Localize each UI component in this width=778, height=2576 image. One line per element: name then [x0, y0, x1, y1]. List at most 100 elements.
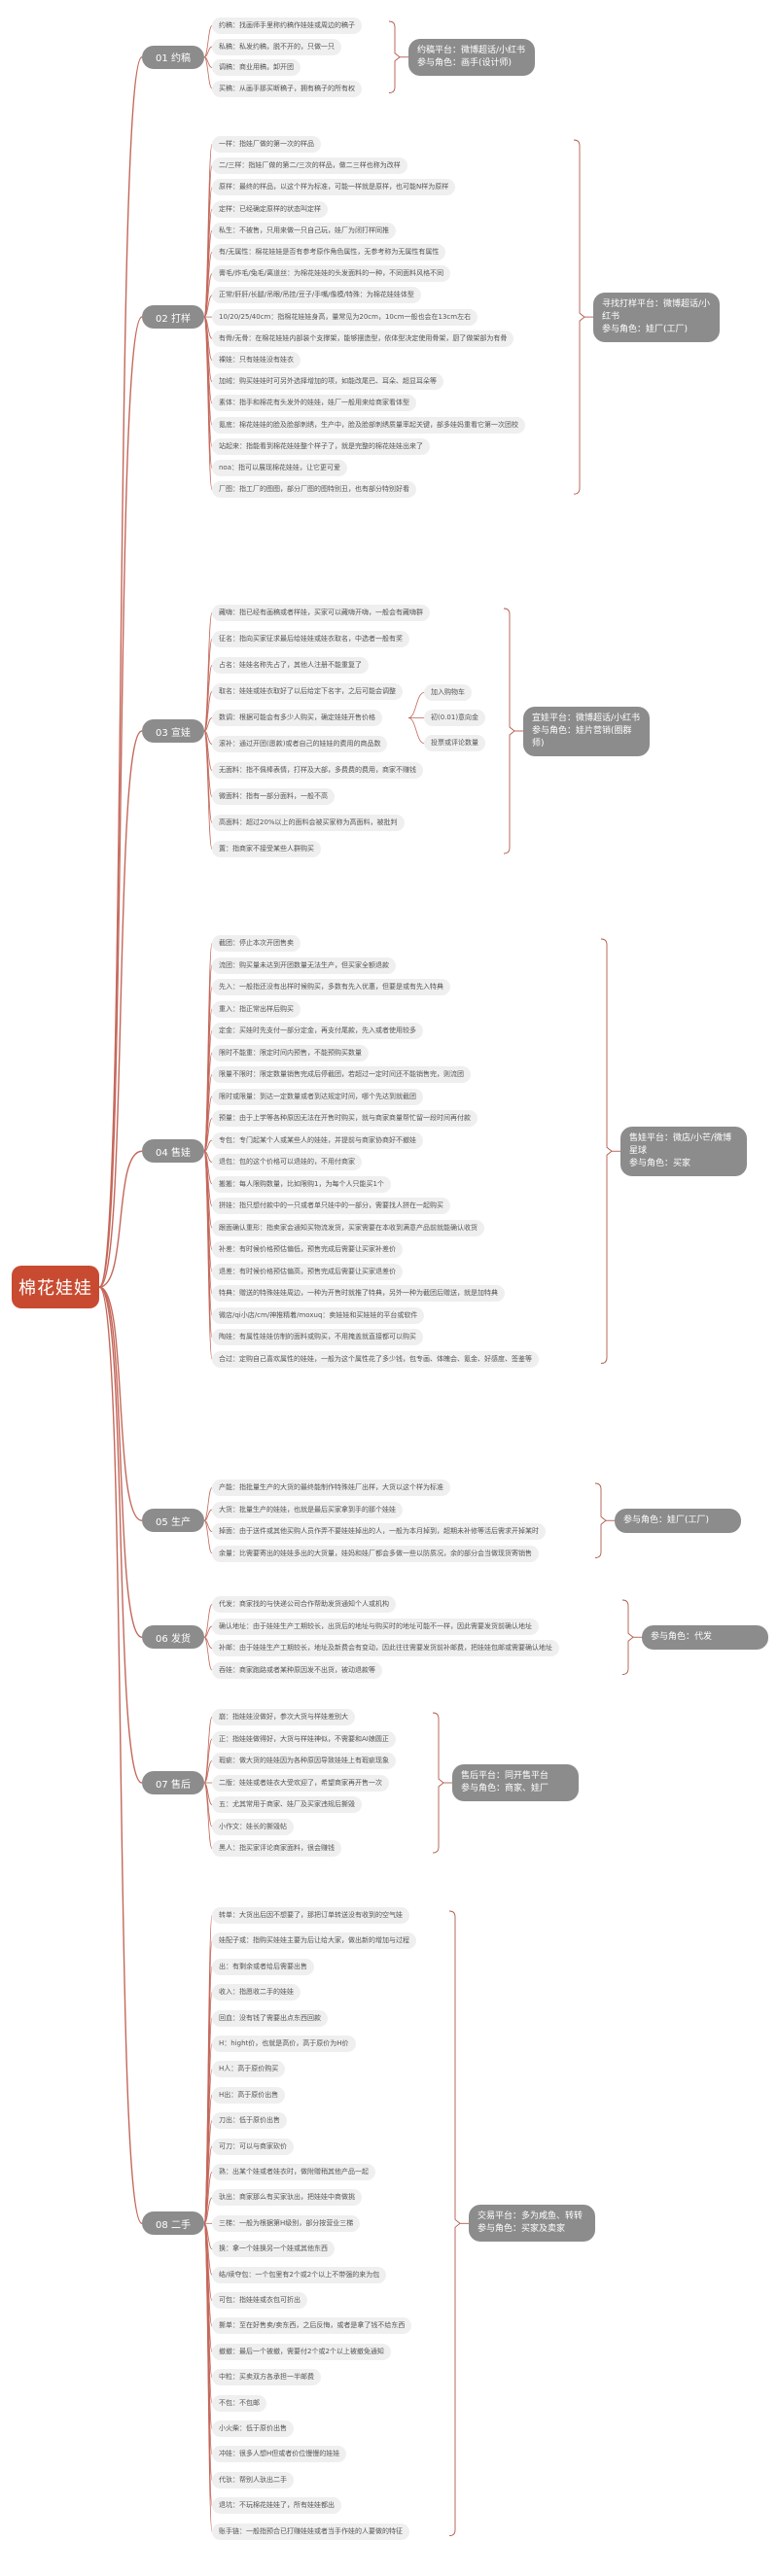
leaf-item: 余量：比需要寄出的娃娃多出的大货量，娃妈和娃厂都会多做一些以防质况，余的部分会当… [212, 1545, 539, 1562]
leaf-item: 特典：赠送的特殊娃娃周边，一种为开售时就推了特典，另外一种为截团后赠送，就是加特… [212, 1285, 505, 1302]
leaf-item: 出：有剩余或者给后需要出售 [212, 1958, 314, 1975]
connector [600, 938, 613, 1364]
leaf-item: 占名：娃娃名称先占了，其他人注册不能重复了 [212, 657, 369, 674]
leaf-item: 退坑：不玩棉花娃娃了，所有娃娃都出 [212, 2497, 341, 2515]
leaf-item: 站起来：指能看到棉花娃娃整个样子了，就是完整的棉花娃娃出来了 [212, 437, 430, 455]
sub-leaf-item: 投票或评论数量 [424, 735, 485, 751]
summary-line: 参与角色：娃片营销(圈群师) [532, 725, 632, 748]
leaf-item: 回血：没有钱了需要出点东西回款 [212, 2009, 328, 2027]
branch-node-4[interactable]: 04 售娃 [142, 1139, 204, 1164]
summary-line: 寻找打样平台：微博超话/小红书 [602, 298, 711, 322]
leaf-item: 转单：大货出后因不想要了，那把订单转送没有收到的空气娃 [212, 1907, 409, 1924]
summary-box[interactable]: 售后平台：同开售平台参与角色：商家、娃厂 [452, 1764, 579, 1801]
leaf-item: 三梯：一般为根据第H级别，部分按营业三梯 [212, 2214, 361, 2232]
leaf-item: 娃配子或：指购买娃娃主要为后让给大家，做出新的增加与过程 [212, 1932, 416, 1950]
leaf-item: 定金：买娃时先支付一部分定金，再支付尾款，先入或者使用较多 [212, 1023, 423, 1039]
leaf-item: 预量：由于上学等各种原因无法在开售时购买，就与商家商量帮忙留一段时间再付款 [212, 1110, 477, 1127]
leaf-item: 冲娃：很多人想H但或者价位慢慢的娃娃 [212, 2446, 347, 2463]
leaf-item: 微面料：指有一部分面料，一般不高 [212, 788, 335, 805]
leaf-item: 私生：不被售，只用来做一只自己玩，娃厂为闭打样同推 [212, 222, 396, 239]
branch-node-1[interactable]: 01 约稿 [142, 45, 204, 69]
connector [203, 1604, 213, 1638]
summary-box[interactable]: 宣娃平台：微博超话/小红书参与角色：娃片营销(圈群师) [523, 706, 650, 756]
connector [573, 139, 585, 495]
sub-leaf-item: 初(0.01)意向金 [424, 710, 486, 726]
summary-box[interactable]: 寻找打样平台：微博超话/小红书参与角色：娃厂(工厂) [593, 292, 720, 342]
summary-line: 售娃平台：微店/小芒/微博星球 [629, 1132, 732, 1156]
leaf-item: 崩：指娃娃没做好，参次大货与样娃差别大 [212, 1709, 355, 1725]
leaf-item: 加绒：购买娃娃时可另外选择增加的项，如能改尾巴、耳朵、超显耳朵等 [212, 373, 443, 391]
summary-box[interactable]: 交易平台：多为咸鱼、转转参与角色：买家及卖家 [469, 2205, 595, 2243]
leaf-item: 产能：指批量生产的大货的最终能制作特殊娃厂出样，大货以这个样为标准 [212, 1479, 450, 1496]
leaf-item: 取名：娃娃或娃衣取好了以后给定下名字，之后可能会调整 [212, 683, 403, 700]
connector [98, 730, 143, 1288]
leaf-item: 专包：专门起某个人或某些人的娃娃，并提前与商家协商好不撤娃 [212, 1131, 423, 1149]
leaf-item: 买稿：从画手那买断稿子，拥有稿子的所有权 [212, 80, 362, 97]
leaf-item: 刀出：低于原价出售 [212, 2112, 287, 2130]
connector [203, 1738, 213, 1784]
leaf-item: 退差：有时候价格预估偏高，预售完成后需要让买家退差价 [212, 1263, 403, 1280]
leaf-item: 代发：商家找的与快递公司合作帮助发货通知个人或机构 [212, 1596, 396, 1613]
leaf-item: H：hight价，也就是高价，高于原价为H价 [212, 2036, 356, 2052]
branch-node-6[interactable]: 06 发货 [142, 1625, 204, 1650]
leaf-item: 正常/肝肝/长腿/吊眼/吊挂/豆子/手嘴/像模/特殊：为棉花娃娃体型 [212, 287, 421, 304]
summary-line: 参与角色：娃厂(工厂) [602, 324, 689, 334]
leaf-item: 可包：指娃娃或衣包可折出 [212, 2292, 307, 2309]
leaf-item: 无面料：指不佩棒表情，打样及大部，多费费的费用，商家不赚钱 [212, 762, 423, 779]
leaf-item: 先入：一般指还没有出样时候购买，多数有先入优惠，但要是或有先入特典 [212, 979, 450, 995]
leaf-item: 微店/qi小店/cm/神推精着/moxuq：卖娃娃和买娃娃的平台或软件 [212, 1306, 425, 1324]
connector [203, 316, 213, 404]
connector [203, 1625, 213, 1638]
leaf-item: 掉面：由于送件或其他买购人员作弄不要娃娃掉出的人，一般为本月掉到，超期未补修等活… [212, 1523, 546, 1540]
connector [203, 1509, 213, 1521]
branch-node-3[interactable]: 03 宣娃 [142, 719, 204, 743]
leaf-item: 流团：购买量未达到开团数量无法生产，但买家全额退款 [212, 957, 396, 974]
leaf-item: 原样：最终的样品，以这个样为标准，可能一样就是原样，也可能N样为原样 [212, 179, 456, 196]
leaf-item: 私稿：私发约稿，脱不开的，只做一只 [212, 38, 341, 55]
connector [98, 316, 143, 1288]
root-node[interactable]: 棉花娃娃 [12, 1266, 99, 1308]
sub-leaf-item: 加入购物车 [424, 684, 472, 701]
leaf-item: 小火柴：低于原价出售 [212, 2420, 294, 2437]
connector [98, 1286, 143, 1638]
leaf-item: 限时或限量：到达一定数量或者到达规定时间，哪个先达到就截团 [212, 1088, 423, 1105]
summary-box[interactable]: 参与角色：娃厂(工厂) [615, 1508, 741, 1533]
leaf-item: 一样：指娃厂做的第一次的样品 [212, 136, 321, 153]
leaf-item: 调稿：商业用稿，卸开团 [212, 59, 301, 76]
connector [98, 1286, 143, 1521]
leaf-item: 搬搬：每人限购数量，比如限购1，为每个人只能买1个 [212, 1175, 391, 1193]
branch-node-8[interactable]: 08 二手 [142, 2211, 204, 2236]
summary-line: 交易平台：多为咸鱼、转转 [477, 2211, 584, 2222]
summary-box[interactable]: 售娃平台：微店/小芒/微博星球参与角色：买家 [620, 1126, 747, 1176]
leaf-item: 置：指商家不接受某些人群购买 [212, 841, 321, 857]
leaf-item: 确认地址：由于娃娃生产工期较长，出货后的地址与购买时的地址可能不一样，因此需要发… [212, 1618, 539, 1635]
connector [203, 1782, 213, 1849]
leaf-item: 换：拿一个娃换另一个娃或其他东西 [212, 2241, 335, 2258]
connector [203, 273, 213, 318]
summary-line: 参与角色：娃厂(工厂) [623, 1514, 710, 1525]
leaf-item: 约稿：找画师手里称约稿作娃娃或周边的稿子 [212, 17, 362, 34]
leaf-item: 厂图：指工厂的图图，部分厂图的图特别丑，也有部分特别好看 [212, 481, 416, 499]
leaf-item: 限量不限时：限定数量销售完成后停截团，若超过一定时间还不能销售完，则流团 [212, 1066, 471, 1083]
leaf-item: 正：指娃娃做得好，大货与样娃神似，不需要和AI娘圆正 [212, 1730, 396, 1748]
connector [407, 717, 425, 744]
summary-box[interactable]: 约稿平台：微博超话/小红书参与角色：画手(设计师) [408, 38, 535, 76]
summary-box[interactable]: 参与角色：代发 [642, 1624, 768, 1650]
branch-node-2[interactable]: 02 打样 [142, 305, 204, 330]
leaf-item: 截团：停止本次开团售卖 [212, 935, 301, 952]
connector [203, 2222, 213, 2301]
connector [203, 691, 213, 732]
leaf-item: 有骨/无骨：在棉花娃娃内部装个支撑架，能够摆造型，依体型决定使用骨架，厨了做架部… [212, 330, 514, 347]
connector [203, 1760, 213, 1784]
summary-line: 参与角色：买家及卖家 [477, 2224, 566, 2235]
connector [98, 1286, 143, 1784]
leaf-item: 素体：指手和棉花有头发外的娃娃，娃厂一般用来给商家看体型 [212, 395, 416, 412]
connector [203, 1636, 213, 1671]
leaf-item: 账手链：一般指预合已打赚娃娃或者当手作娃的人要做的特征 [212, 2523, 409, 2540]
branch-node-5[interactable]: 05 生产 [142, 1509, 204, 1533]
connector [203, 1150, 213, 1229]
branch-node-7[interactable]: 07 售后 [142, 1771, 204, 1794]
leaf-item: 吞娃：商家跑路或者某种原因发不出货，被动退款等 [212, 1661, 382, 1679]
